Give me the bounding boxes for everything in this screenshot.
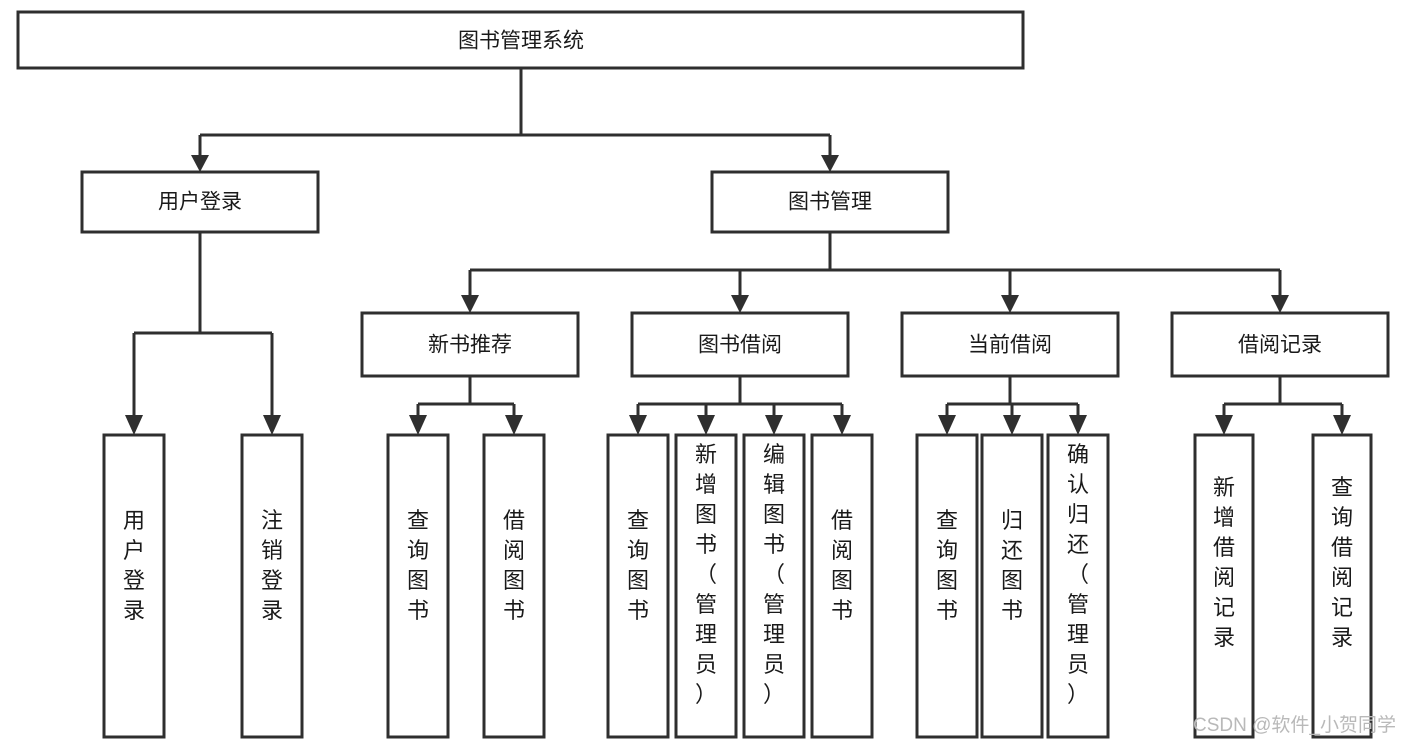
arrow-head-new-book-recommend [461, 295, 479, 313]
node-leaf-query-book-2-box[interactable] [606, 433, 670, 739]
arrow-head-leaf-borrow-book-1 [505, 415, 523, 435]
node-borrow-record-box[interactable] [1170, 311, 1390, 378]
node-book-borrow-box[interactable] [630, 311, 850, 378]
node-root-label: 图书管理系统 [458, 30, 584, 53]
node-book-borrow[interactable]: 图书借阅 [630, 311, 850, 378]
node-leaf-add-book-label: 新增图书（管理员） [695, 442, 717, 707]
node-user-login-label: 用户登录 [158, 191, 242, 214]
arrow-head-leaf-query-book-3 [938, 415, 956, 435]
arrow-head-leaf-edit-book [765, 415, 783, 435]
node-leaf-add-book-box[interactable] [674, 433, 738, 739]
node-current-borrow-label: 当前借阅 [968, 334, 1052, 357]
node-leaf-edit-book-box[interactable] [742, 433, 806, 739]
node-leaf-user-login-label: 用户登录 [123, 508, 145, 623]
node-book-management[interactable]: 图书管理 [710, 170, 950, 234]
node-leaf-user-login-box[interactable] [102, 433, 166, 739]
node-leaf-user-login[interactable]: 用户登录 [102, 433, 166, 739]
node-leaf-query-book-1-box[interactable] [386, 433, 450, 739]
node-leaf-add-record-box[interactable] [1193, 433, 1255, 739]
node-leaf-borrow-book-1[interactable]: 借阅图书 [482, 433, 546, 739]
node-leaf-confirm-return[interactable]: 确认归还（管理员） [1046, 433, 1110, 739]
arrow-head-leaf-query-record [1333, 415, 1351, 435]
node-user-login[interactable]: 用户登录 [80, 170, 320, 234]
arrow-head-book-borrow [731, 295, 749, 313]
node-leaf-user-logout-box[interactable] [240, 433, 304, 739]
node-new-book-recommend[interactable]: 新书推荐 [360, 311, 580, 378]
node-leaf-return-book-box[interactable] [980, 433, 1044, 739]
node-leaf-confirm-return-label: 确认归还（管理员） [1067, 442, 1089, 707]
arrow-head-leaf-user-logout [263, 415, 281, 435]
node-borrow-record-label: 借阅记录 [1238, 334, 1322, 357]
node-leaf-borrow-book-1-label: 借阅图书 [503, 508, 525, 623]
arrow-head-leaf-add-book [697, 415, 715, 435]
arrow-head-current-borrow [1001, 295, 1019, 313]
arrow-head-leaf-user-login [125, 415, 143, 435]
node-user-login-box[interactable] [80, 170, 320, 234]
arrow-head-leaf-return-book [1003, 415, 1021, 435]
node-leaf-borrow-book-1-box[interactable] [482, 433, 546, 739]
node-leaf-user-logout[interactable]: 注销登录 [240, 433, 304, 739]
node-leaf-add-record[interactable]: 新增借阅记录 [1193, 433, 1255, 739]
node-current-borrow-box[interactable] [900, 311, 1120, 378]
arrow-head-borrow-record [1271, 295, 1289, 313]
connector-layer [125, 68, 1351, 435]
node-leaf-borrow-book-2-box[interactable] [810, 433, 874, 739]
arrow-head-book-management [821, 155, 839, 172]
node-leaf-query-book-3-box[interactable] [915, 433, 979, 739]
node-leaf-edit-book-label: 编辑图书（管理员） [763, 442, 785, 707]
node-book-borrow-label: 图书借阅 [698, 334, 782, 357]
node-book-management-box[interactable] [710, 170, 950, 234]
arrow-head-user-login [191, 155, 209, 172]
node-borrow-record[interactable]: 借阅记录 [1170, 311, 1390, 378]
node-leaf-edit-book[interactable]: 编辑图书（管理员） [742, 433, 806, 739]
node-leaf-borrow-book-2-label: 借阅图书 [831, 508, 853, 623]
node-leaf-query-record[interactable]: 查询借阅记录 [1311, 433, 1373, 739]
node-leaf-query-record-label: 查询借阅记录 [1331, 475, 1353, 650]
node-leaf-query-book-2-label: 查询图书 [627, 508, 649, 623]
node-leaf-return-book[interactable]: 归还图书 [980, 433, 1044, 739]
node-leaf-return-book-label: 归还图书 [1001, 508, 1023, 623]
node-leaf-add-book[interactable]: 新增图书（管理员） [674, 433, 738, 739]
node-leaf-user-logout-label: 注销登录 [261, 508, 283, 623]
node-leaf-add-record-label: 新增借阅记录 [1213, 475, 1235, 650]
arrow-head-leaf-query-book-2 [629, 415, 647, 435]
arrow-head-leaf-confirm-return [1069, 415, 1087, 435]
arrow-head-leaf-add-record [1215, 415, 1233, 435]
node-leaf-confirm-return-box[interactable] [1046, 433, 1110, 739]
node-leaf-query-record-box[interactable] [1311, 433, 1373, 739]
node-leaf-query-book-3[interactable]: 查询图书 [915, 433, 979, 739]
node-book-management-label: 图书管理 [788, 191, 872, 214]
arrow-head-leaf-query-book-1 [409, 415, 427, 435]
node-leaf-query-book-1[interactable]: 查询图书 [386, 433, 450, 739]
node-current-borrow[interactable]: 当前借阅 [900, 311, 1120, 378]
node-root-box[interactable] [16, 10, 1025, 70]
node-new-book-recommend-box[interactable] [360, 311, 580, 378]
node-leaf-query-book-3-label: 查询图书 [936, 508, 958, 623]
csdn-watermark: CSDN @软件_小贺同学 [1193, 714, 1396, 736]
node-leaf-query-book-2[interactable]: 查询图书 [606, 433, 670, 739]
node-new-book-recommend-label: 新书推荐 [428, 334, 512, 357]
node-leaf-query-book-1-label: 查询图书 [407, 508, 429, 623]
node-root[interactable]: 图书管理系统 [16, 10, 1025, 70]
arrow-head-leaf-borrow-book-2 [833, 415, 851, 435]
node-leaf-borrow-book-2[interactable]: 借阅图书 [810, 433, 874, 739]
